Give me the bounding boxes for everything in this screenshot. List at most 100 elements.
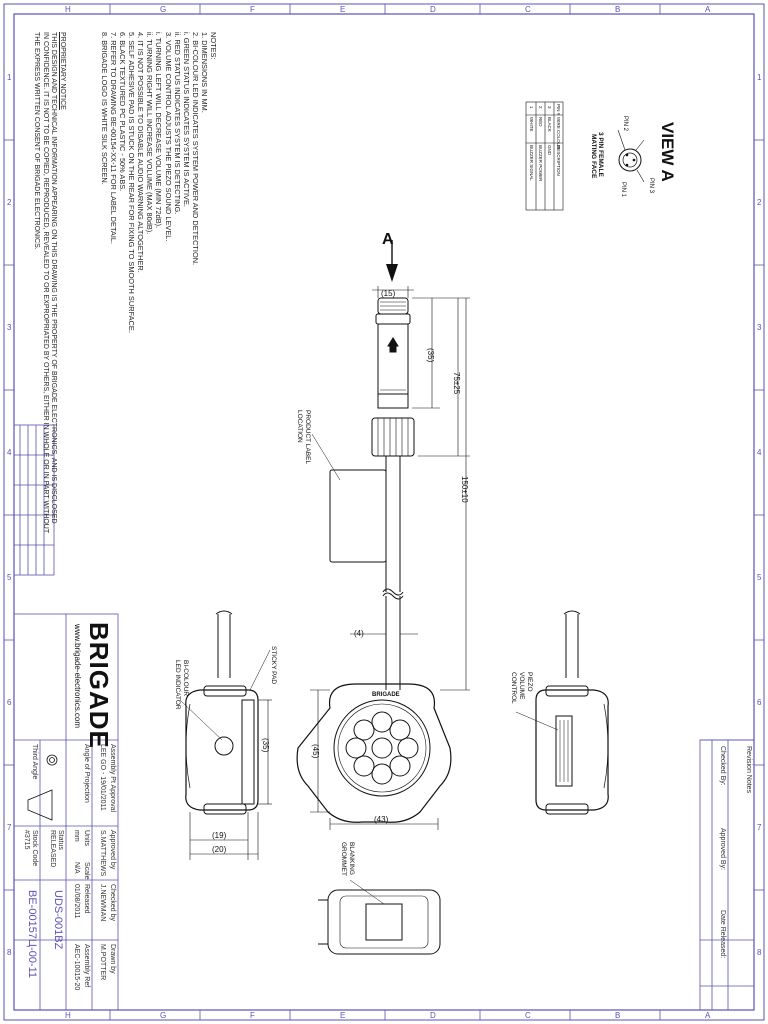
body-logo: BRIGADE	[372, 692, 400, 698]
pin-table	[525, 101, 564, 211]
dim-side-19: (19)	[212, 831, 227, 840]
dim-plug-width: (15)	[381, 289, 396, 298]
piezo-label: VOLUME	[518, 672, 525, 700]
pin-table-header: DESCRIPTION	[556, 145, 561, 176]
product-label-text: PRODUCT LABEL	[304, 410, 311, 464]
grommet-label: BLANKING	[348, 842, 355, 875]
revision-checked-by: Checked By:	[719, 746, 726, 786]
grid-number-right: 4	[757, 448, 762, 457]
body-dimensions: (45) (43)	[310, 689, 439, 830]
grid-number-right: 7	[757, 823, 762, 832]
product-label-text: LOCATION	[296, 410, 303, 443]
grid-letter-top: D	[430, 5, 436, 14]
alarm-body-side-right	[535, 610, 609, 815]
tb-drawn-by-value: M.POTTER	[99, 944, 106, 981]
grid-number-left: 2	[7, 198, 12, 207]
grommet-label: GROMMET	[340, 842, 347, 876]
alarm-body-front	[296, 683, 452, 823]
pin-table-cell: GND	[547, 145, 552, 156]
grid-number-right: 5	[757, 573, 762, 582]
tb-assembly-ref-label: Assembly Ref	[83, 944, 90, 988]
title-block	[13, 613, 755, 1011]
grid-letter-bottom: A	[705, 1011, 711, 1020]
proprietary-notice: PROPRIETARY NOTICE THIS DESIGN AND TECHN…	[32, 32, 66, 533]
note-line: i. GREEN STATUS INDICATES SYSTEM IS ACTI…	[181, 32, 191, 207]
outer-frame	[3, 3, 765, 1021]
grid-number-left: 3	[7, 323, 12, 332]
led-label: LED INDICATOR	[174, 660, 181, 710]
grid-letter-top: E	[340, 5, 345, 14]
alarm-body-bottom	[318, 889, 441, 955]
pin-table-cell: 1	[529, 106, 534, 109]
grid-letter-bottom: B	[615, 1011, 620, 1020]
tb-scale-label: Scale	[83, 862, 90, 880]
note-line: 8. BRIGADE LOGO IS WHITE SILK SCREEN.	[99, 32, 109, 185]
brand-logo: BRIGADE	[84, 622, 114, 749]
grid-number-right: 3	[757, 323, 762, 332]
note-line: ii. TURNING RIGHT WILL INCREASE VOLUME (…	[145, 32, 155, 235]
grid-labels: H G F E D C B A H G F E D C B A 1 2 3 4 …	[7, 5, 762, 1020]
grid-number-left: 4	[7, 448, 12, 457]
piezo-label: CONTROL	[510, 672, 517, 704]
pin-table-cell: 2	[538, 106, 543, 109]
proprietary-line: THE EXPRESS WRITTEN CONSENT OF BRIGADE E…	[33, 32, 41, 250]
note-line: 3. VOLUME CONTROL ADJUSTS THE PIEZO SOUN…	[163, 32, 173, 242]
tb-units-label: Units	[83, 830, 90, 846]
grid-letter-top: A	[705, 5, 711, 14]
arrow-a-label: A	[382, 231, 394, 248]
grid-letter-top: F	[250, 5, 255, 14]
proprietary-heading: PROPRIETARY NOTICE	[59, 32, 66, 110]
note-line: ii. RED STATUS INDICATES SYSTEM IS DETEC…	[172, 32, 182, 215]
tb-assembly-ref-value: AEC-10015-20	[73, 944, 80, 991]
grid-number-right: 2	[757, 198, 762, 207]
tb-stock-code-value: #3715	[23, 830, 30, 850]
tb-assembly-approval-label: Assembly Pt Approval	[109, 744, 116, 813]
grid-letter-top: C	[525, 5, 531, 14]
tb-drawing-number: BE-00157Ц-00-11	[26, 890, 38, 979]
tb-scale-value: N/A	[73, 862, 80, 874]
dim-side-35: (35)	[261, 738, 270, 753]
notes-panel: NOTES: 1. DIMENSIONS IN MM. 2. BI-COLOUR…	[100, 32, 218, 333]
grid-number-left: 7	[7, 823, 12, 832]
product-label-callout: PRODUCT LABEL LOCATION	[296, 410, 341, 481]
pin-table-header: PIN #	[556, 104, 561, 116]
side-callouts: STICKY PAD BI-COLOUR LED INDICATOR	[174, 646, 277, 741]
grid-number-left: 5	[7, 573, 12, 582]
revision-notes-label: Revision Notes	[745, 746, 752, 794]
view-a-title: VIEW A	[658, 122, 677, 182]
pin-table-cell: BLACK	[547, 117, 552, 132]
piezo-label: PIEZO	[526, 672, 533, 692]
grid-letter-top: H	[65, 5, 71, 14]
pin-label: PIN 2	[622, 116, 628, 132]
dim-cable-150: 150±10	[460, 476, 469, 503]
dim-cable-75: 75±25	[452, 372, 461, 395]
tb-status-value: RELEASED	[49, 830, 56, 868]
dim-side-20: (20)	[212, 845, 227, 854]
dim-body-45: (45)	[311, 744, 320, 759]
grid-letter-bottom: H	[65, 1011, 71, 1020]
tb-stock-code-label: Stock Code	[31, 830, 38, 867]
grid-letter-top: G	[160, 5, 166, 14]
grid-letter-bottom: C	[525, 1011, 531, 1020]
pin-label: PIN 1	[620, 182, 626, 198]
pin-table-cell: 3	[547, 106, 552, 109]
revision-approved-by: Approved By:	[719, 828, 726, 871]
connector-dimensions: (15) (35) 75±25 150±10 (4)	[350, 286, 470, 691]
note-line: 2. BI-COLOUR LED INDICATES SYSTEM POWER …	[190, 32, 200, 266]
grid-letter-bottom: E	[340, 1011, 345, 1020]
dim-cable-dia: (4)	[354, 629, 364, 638]
tb-released-label: Released	[83, 884, 90, 914]
side-dimensions: (35) (19) (20)	[189, 699, 272, 860]
connector-subtitle: MATING FACE	[590, 134, 597, 179]
arrow-down-icon	[386, 264, 398, 282]
grid-letter-bottom: D	[430, 1011, 436, 1020]
connector-cable-assembly	[329, 297, 415, 690]
grid-letter-bottom: G	[160, 1011, 166, 1020]
pin-label: PIN 3	[648, 178, 654, 194]
pin-table-cell: RED	[538, 117, 543, 127]
dim-plug-length: (35)	[426, 348, 435, 363]
note-line: 7. REFER TO DRAWING BE-00154-XX-11 FOR L…	[108, 32, 118, 245]
proprietary-line: THIS DESIGN AND TECHNICAL INFORMATION AP…	[50, 32, 58, 524]
grid-letter-bottom: F	[250, 1011, 255, 1020]
